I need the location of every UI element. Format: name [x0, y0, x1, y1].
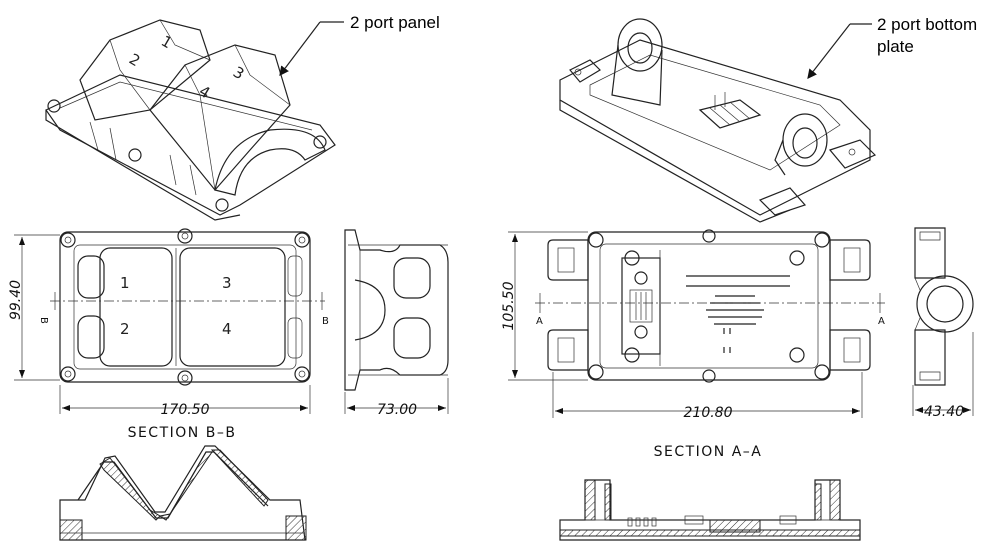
panel-isometric-view [45, 19, 336, 221]
callout-bottom-leader [807, 23, 872, 79]
callout-panel-leader [279, 21, 344, 76]
section-a-a-drawing [559, 479, 861, 541]
iso-port-number-3: 3 [230, 63, 247, 83]
bottom-plate-isometric-view [559, 18, 877, 223]
section-a-title: SECTION A–A [654, 444, 763, 460]
section-b-title: SECTION B–B [128, 425, 237, 441]
callout-bottom-label-line1: 2 port bottom [877, 15, 977, 34]
section-b-b-drawing [59, 445, 307, 541]
top-port-number-3: 3 [222, 274, 232, 292]
dim-panel-height-lines [14, 234, 60, 381]
iso-port-number-1: 1 [158, 32, 175, 52]
top-port-number-2: 2 [120, 320, 130, 338]
dim-panel-width: 170.50 [161, 402, 210, 418]
dim-plate-height: 105.50 [501, 281, 517, 330]
callout-bottom-label-line2: plate [877, 37, 914, 56]
section-marker-b-left: B [38, 317, 49, 324]
dim-plate-height-lines [508, 231, 588, 381]
section-marker-a-right: A [878, 316, 885, 327]
dim-plate-width-lines [552, 372, 863, 418]
panel-side-view [344, 229, 449, 391]
iso-port-number-4: 4 [196, 82, 213, 102]
dim-panel-side-lines [344, 378, 449, 414]
dim-plate-width: 210.80 [684, 405, 733, 421]
plate-top-view [535, 229, 885, 383]
top-port-number-4: 4 [222, 320, 232, 338]
dim-panel-side-width: 73.00 [377, 402, 417, 418]
callout-panel-label: 2 port panel [350, 13, 440, 32]
panel-top-view [50, 228, 325, 386]
dim-panel-height: 99.40 [8, 280, 24, 320]
section-marker-b-right: B [322, 316, 329, 327]
dim-panel-width-lines [59, 385, 311, 414]
top-port-number-1: 1 [120, 274, 130, 292]
dim-plate-side-lines [912, 332, 974, 416]
section-marker-a-left: A [536, 316, 543, 327]
iso-port-number-2: 2 [126, 50, 143, 70]
dim-plate-side-width: 43.40 [924, 404, 964, 420]
plate-side-view [914, 227, 974, 386]
